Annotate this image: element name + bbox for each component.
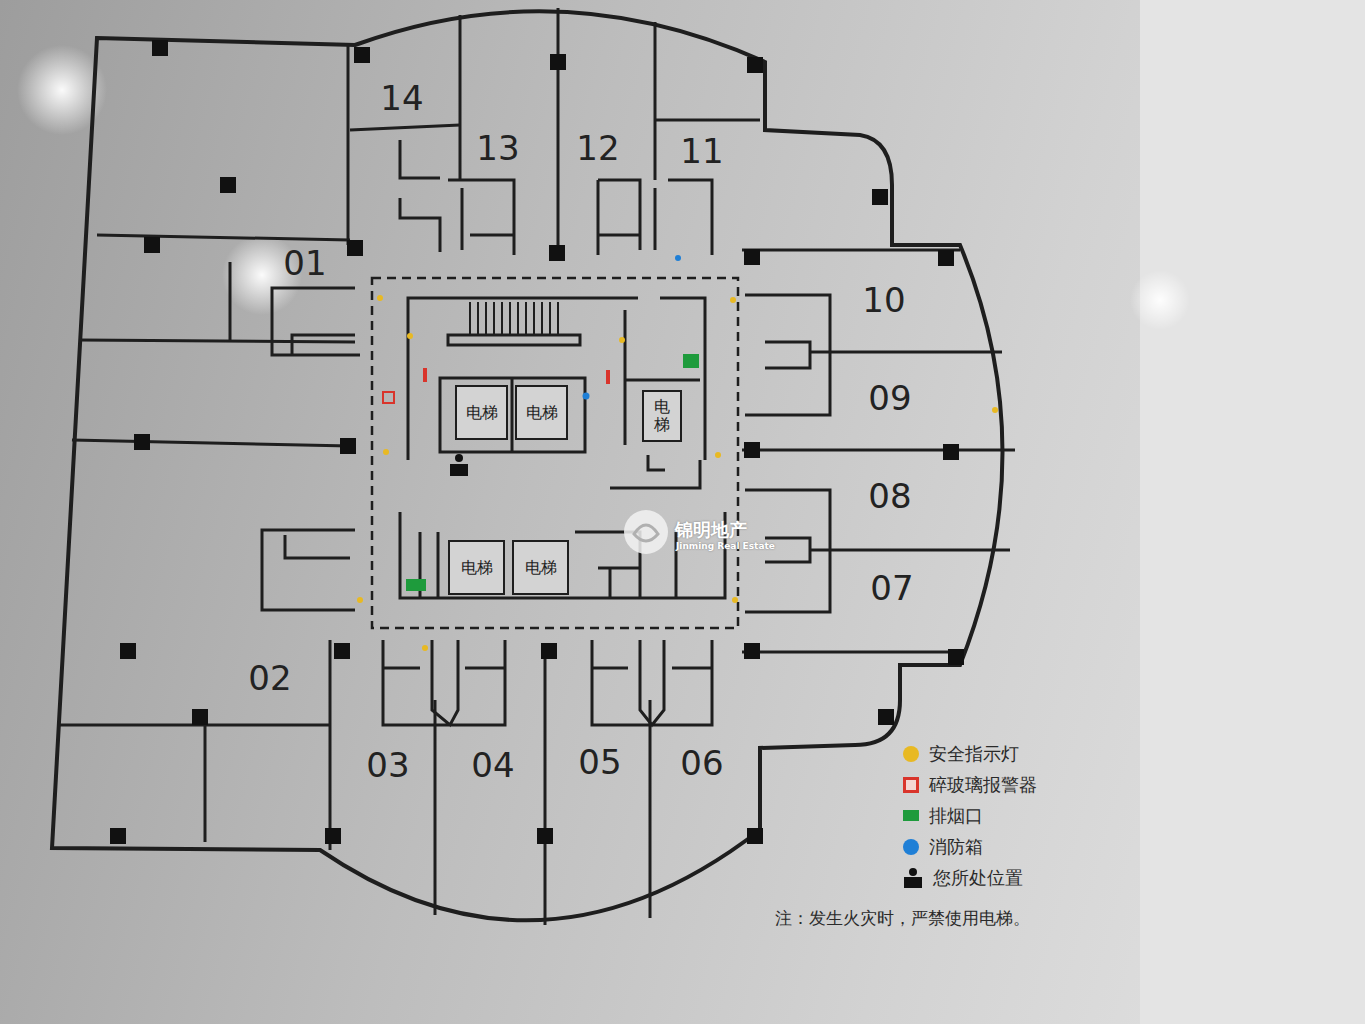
room-number: 05 <box>578 745 621 779</box>
light-reflection <box>1130 270 1190 330</box>
room-number: 04 <box>471 748 514 782</box>
legend-text: 碎玻璃报警器 <box>929 773 1037 797</box>
room-number: 06 <box>680 746 723 780</box>
elevator-box: 电梯 <box>515 385 568 440</box>
room-number: 09 <box>868 381 911 415</box>
room-number: 13 <box>476 131 519 165</box>
note-text: 注：发生火灾时，严禁使用电梯。 <box>775 910 1030 927</box>
watermark: Jinming Real Estate <box>676 542 775 551</box>
legend-text: 您所处位置 <box>933 866 1023 890</box>
legend-row: 您所处位置 <box>903 862 1037 893</box>
fire-symbols <box>357 255 998 651</box>
legend-text: 安全指示灯 <box>929 742 1019 766</box>
elevator-label: 电梯 <box>654 398 670 433</box>
walls <box>52 8 1015 925</box>
room-number: 14 <box>380 81 423 115</box>
legend-swatch <box>903 810 919 821</box>
room-number: 10 <box>862 283 905 317</box>
person-icon <box>903 868 923 888</box>
columns <box>110 40 964 844</box>
legend-row: 安全指示灯 <box>903 738 1037 769</box>
elevator-label: 电梯 <box>461 559 493 577</box>
room-number: 08 <box>868 479 911 513</box>
room-number: 11 <box>680 134 723 168</box>
room-number: 07 <box>870 571 913 605</box>
room-number: 03 <box>366 748 409 782</box>
elevator-box: 电梯 <box>642 390 682 442</box>
elevator-box: 电梯 <box>512 540 569 595</box>
legend-swatch <box>903 746 919 762</box>
elevator-box: 电梯 <box>448 540 505 595</box>
legend: 安全指示灯碎玻璃报警器排烟口消防箱您所处位置 <box>903 738 1037 893</box>
legend-row: 排烟口 <box>903 800 1037 831</box>
room-number: 02 <box>248 661 291 695</box>
elevator-label: 电梯 <box>525 559 557 577</box>
legend-swatch <box>903 777 919 793</box>
room-number: 12 <box>576 131 619 165</box>
wall-background <box>1140 0 1365 1024</box>
legend-text: 排烟口 <box>929 804 983 828</box>
elevator-label: 电梯 <box>526 404 558 422</box>
legend-swatch <box>903 839 919 855</box>
stair-treads <box>470 302 558 334</box>
legend-text: 消防箱 <box>929 835 983 859</box>
legend-row: 碎玻璃报警器 <box>903 769 1037 800</box>
legend-row: 消防箱 <box>903 831 1037 862</box>
elevator-label: 电梯 <box>466 404 498 422</box>
room-number: 01 <box>283 246 326 280</box>
elevator-box: 电梯 <box>455 385 508 440</box>
watermark: 锦明地产 <box>675 521 747 539</box>
